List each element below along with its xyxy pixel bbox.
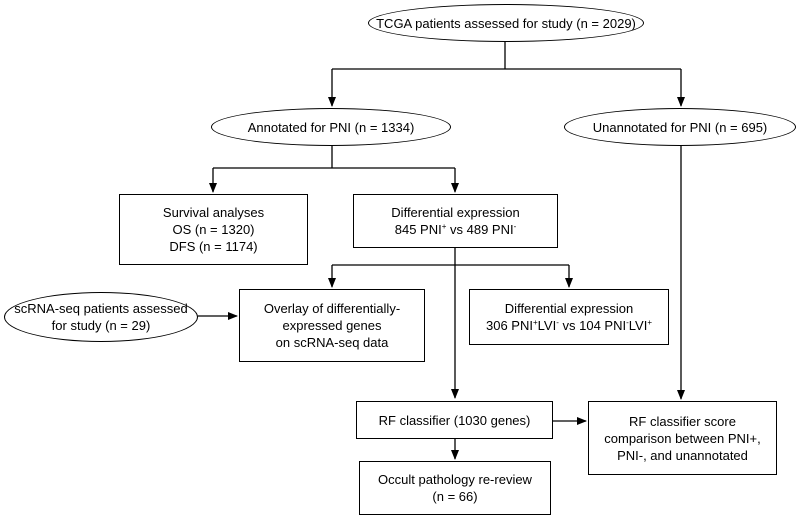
node-text: RF classifier score	[629, 413, 736, 429]
node-occult-pathology: Occult pathology re-review (n = 66)	[359, 461, 551, 515]
node-text: OS (n = 1320)	[172, 222, 255, 237]
node-text: scRNA-seq patients assessed	[14, 301, 188, 316]
superscript: -	[626, 318, 629, 327]
node-annotated-pni: Annotated for PNI (n = 1334)	[211, 108, 451, 146]
node-overlay-genes: Overlay of differentially- expressed gen…	[239, 289, 425, 362]
text-part: LVI	[628, 318, 648, 333]
node-differential-expression-2: Differential expression 306 PNI+LVI- vs …	[469, 289, 669, 345]
text-part: 845 PNI	[394, 222, 442, 237]
node-unannotated-pni: Unannotated for PNI (n = 695)	[564, 108, 796, 146]
node-survival-analyses: Survival analyses OS (n = 1320) DFS (n =…	[119, 194, 308, 265]
node-text: Occult pathology re-review	[378, 472, 532, 487]
node-text: Differential expression	[504, 301, 634, 316]
superscript: +	[532, 318, 538, 327]
node-text: 306 PNI+LVI- vs 104 PNI-LVI+	[486, 317, 652, 334]
text-part: vs 104 PNI	[558, 318, 627, 333]
node-rf-classifier: RF classifier (1030 genes)	[356, 401, 553, 439]
node-text: Survival analyses	[162, 205, 265, 220]
node-text: RF classifier (1030 genes)	[378, 412, 531, 428]
node-differential-expression-1: Differential expression 845 PNI+ vs 489 …	[353, 194, 558, 248]
node-text: (n = 66)	[432, 489, 478, 504]
node-tcga-patients: TCGA patients assessed for study (n = 20…	[368, 4, 644, 42]
node-text: TCGA patients assessed for study (n = 20…	[376, 15, 636, 31]
node-rf-classifier-score: RF classifier score comparison between P…	[588, 401, 777, 475]
text-part: LVI	[537, 318, 557, 333]
text-part: vs 489 PNI	[446, 222, 514, 237]
node-text: Annotated for PNI (n = 1334)	[247, 119, 415, 135]
superscript: -	[513, 222, 517, 231]
node-text: Overlay of differentially-	[263, 301, 401, 316]
node-text: expressed genes	[282, 318, 382, 333]
node-text: PNI-, and unannotated	[617, 447, 748, 463]
text-part: 306 PNI	[486, 318, 533, 333]
node-text: DFS (n = 1174)	[169, 239, 258, 254]
node-scrna-patients: scRNA-seq patients assessed for study (n…	[4, 292, 198, 342]
superscript: +	[441, 222, 447, 231]
node-text: Unannotated for PNI (n = 695)	[592, 119, 768, 135]
superscript: -	[556, 318, 559, 327]
node-text: on scRNA-seq data	[275, 335, 389, 350]
node-text: 845 PNI+ vs 489 PNI-	[395, 221, 517, 238]
node-text: comparison between PNI+,	[604, 430, 761, 446]
superscript: +	[647, 318, 652, 327]
node-text: for study (n = 29)	[51, 318, 151, 333]
node-text: Differential expression	[391, 205, 520, 220]
